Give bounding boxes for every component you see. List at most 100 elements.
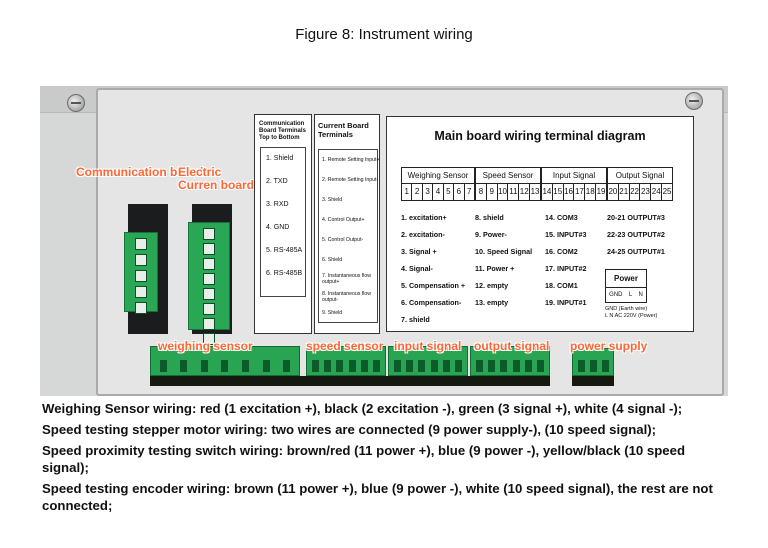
terminal-desc: 10. Speed Signal [475,247,533,256]
terminal-number: 13 [530,187,540,196]
current-terminal-1: 1. Remote Setting Input+ [322,157,380,163]
output-terminal-descriptions: 20-21 OUTPUT#3 22-23 OUTPUT#2 24-25 OUTP… [607,213,665,264]
terminal-number: 16 [564,184,575,200]
terminal-number: 14 [542,184,553,200]
current-terminals-card: Current Board Terminals 1. Remote Settin… [314,114,380,334]
current-terminal-8: 8. Instantaneous flow output- [322,291,372,303]
group-speed-sensor: Speed Sensor 8 9 10 11 12 13 [475,167,541,201]
group-output-signal: Output Signal 20 21 22 23 24 25 [607,167,673,201]
power-pin-gnd: GND [609,292,623,298]
terminal-strip-base [150,376,550,386]
terminal-number: 8 [476,184,487,200]
current-terminal-5: 5. Control Output- [322,237,364,243]
current-terminal-4: 4. Control Output+ [322,217,365,223]
terminal-desc: 7. shield [401,315,430,324]
weighing-sensor-terminal-strip [150,346,300,376]
caption-stepper-motor: Speed testing stepper motor wiring: two … [42,422,657,437]
current-board-connector [188,222,230,345]
power-supply-label: power supply [570,339,648,353]
terminal-desc: 13. empty [475,298,509,307]
weighing-sensor-label: weighing sensor [158,339,253,353]
group-name: Input Signal [542,168,606,184]
terminal-number: 1 [402,184,413,200]
screw-icon [685,92,703,110]
communication-board-connector [124,232,158,314]
speed-terminal-descriptions: 8. shield 9. Power- 10. Speed Signal 11.… [475,213,532,315]
terminal-number: 12 [519,184,531,200]
terminal-desc: 20-21 OUTPUT#3 [607,213,665,222]
terminal-number: 25 [662,187,672,196]
power-strip-base [572,376,614,386]
current-terminals-title: Current Board Terminals [318,121,369,139]
terminal-desc: 22-23 OUTPUT#2 [607,230,665,239]
figure-title: Figure 8: Instrument wiring [295,26,473,43]
terminal-number: 2 [412,184,423,200]
terminal-number: 22 [630,184,641,200]
terminal-desc: 12. empty [475,281,509,290]
output-signal-label: output signal [474,339,550,353]
terminal-number: 9 [487,184,498,200]
current-terminal-6: 6. Shield [322,257,343,263]
input-terminal-descriptions: 14. COM3 15. INPUT#3 16. COM2 17. INPUT#… [545,213,587,315]
terminal-desc: 2. excitation- [401,230,445,239]
weighing-terminal-descriptions: 1. excitation+ 2. excitation- 3. Signal … [401,213,465,332]
terminal-number: 21 [619,184,630,200]
terminal-desc: 19. INPUT#1 [545,298,587,307]
terminal-number: 24 [651,184,663,200]
wiring-photo: Communication board Electric Curren boar… [40,86,728,396]
terminal-number: 15 [553,184,564,200]
terminal-desc: 8. shield [475,213,504,222]
terminal-desc: 1. excitation+ [401,213,447,222]
power-pin-n: N [638,292,643,298]
terminal-desc: 4. Signal- [401,264,433,273]
terminal-number: 17 [574,184,586,200]
group-name: Weighing Sensor [402,168,474,184]
communication-terminals-title: Communication Board Terminals Top to Bot… [259,121,306,141]
power-note-gnd: GND (Earth wire) [605,306,648,312]
power-note: GND (Earth wire) L N AC 220V (Power) [605,306,657,320]
input-signal-terminal-strip [388,346,468,376]
terminal-number: 11 [508,184,520,200]
terminal-number: 10 [498,184,509,200]
group-name: Speed Sensor [476,168,540,184]
group-name: Output Signal [608,168,672,184]
terminal-number: 23 [640,184,652,200]
terminal-desc: 5. Compensation + [401,281,466,290]
power-note-ln: L N AC 220V (Power) [605,313,658,319]
terminal-number: 18 [585,184,597,200]
comm-terminal-2: 2. TXD [266,178,288,185]
terminal-desc: 9. Power- [475,230,507,239]
terminal-desc: 15. INPUT#3 [545,230,587,239]
terminal-number: 19 [596,187,606,196]
terminal-number: 4 [433,184,444,200]
caption-weighing-sensor: Weighing Sensor wiring: red (1 excitatio… [42,401,683,416]
terminal-desc: 14. COM3 [545,213,578,222]
terminal-number: 3 [423,184,434,200]
screw-icon [67,94,85,112]
terminal-desc: 17. INPUT#2 [545,264,587,273]
terminal-desc: 11. Power + [475,264,515,273]
terminal-desc: 24-25 OUTPUT#1 [607,247,665,256]
output-signal-terminal-strip [470,346,550,376]
main-board-card: Main board wiring terminal diagram Weigh… [386,116,694,332]
power-supply-terminal-strip [572,348,614,376]
current-terminal-3: 3. Shield [322,197,343,203]
current-terminal-9: 9. Shield [322,310,343,316]
speed-sensor-terminal-strip [306,346,386,376]
terminal-number: 6 [454,184,465,200]
current-terminal-2: 2. Remote Setting Input- [322,177,379,183]
comm-terminal-1: 1. Shield [266,155,294,162]
main-board-title: Main board wiring terminal diagram [434,129,646,143]
terminal-number: 20 [608,184,619,200]
current-terminals-list: 1. Remote Setting Input+ 2. Remote Setti… [318,149,380,323]
caption-encoder: Speed testing encoder wiring: brown (11 … [42,481,713,513]
terminal-number: 7 [467,187,472,196]
power-terminal-box: Power GND L N [605,269,647,303]
caption-proximity-switch: Speed proximity testing switch wiring: b… [42,443,686,475]
group-weighing-sensor: Weighing Sensor 1 2 3 4 5 6 7 [401,167,475,201]
electric-board-label: Electric Curren board [178,165,255,192]
terminal-desc: 6. Compensation- [401,298,462,307]
power-title: Power [606,270,646,288]
terminal-number: 5 [444,184,455,200]
terminal-desc: 16. COM2 [545,247,578,256]
